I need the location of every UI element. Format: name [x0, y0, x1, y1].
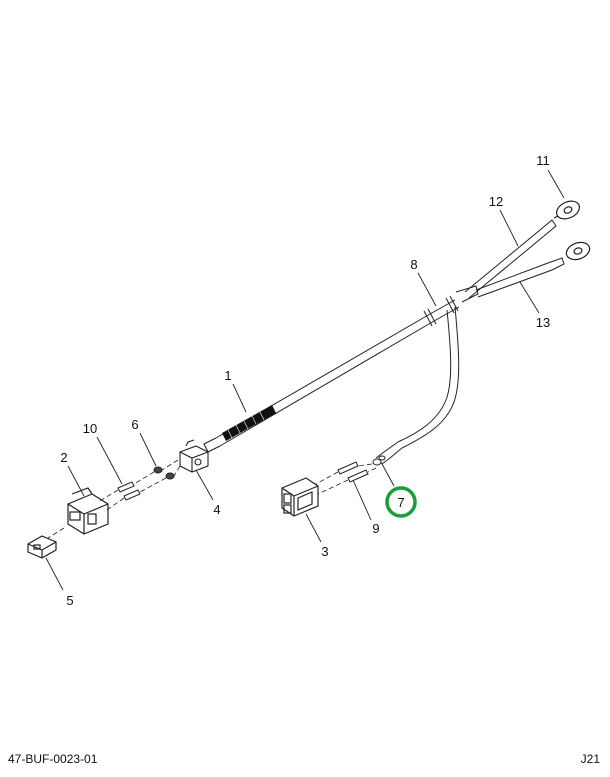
callout-3[interactable]: 3	[321, 544, 328, 559]
connector-2	[67, 487, 109, 535]
terminal-9	[337, 461, 369, 483]
ring-terminal-11	[553, 200, 580, 220]
branch-13	[475, 257, 565, 298]
callout-6[interactable]: 6	[131, 417, 138, 432]
callout-8[interactable]: 8	[410, 257, 417, 272]
drawing-number: 47-BUF-0023-01	[8, 752, 98, 766]
leader-5	[45, 557, 64, 591]
leader-1	[232, 383, 247, 413]
connector-3	[281, 477, 319, 517]
callout-7[interactable]: 7	[397, 495, 404, 510]
callout-2[interactable]: 2	[60, 450, 67, 465]
leader-12	[499, 209, 519, 247]
callout-1[interactable]: 1	[224, 368, 231, 383]
leader-4	[195, 469, 214, 501]
cap-5	[27, 535, 57, 559]
leader-2	[67, 465, 85, 497]
drop-branch	[375, 306, 460, 465]
terminal-10	[117, 481, 141, 501]
leader-13	[519, 281, 540, 314]
callout-7-highlight-ring	[385, 486, 417, 518]
leader-8	[417, 272, 437, 307]
leader-6	[139, 432, 157, 467]
leader-10	[96, 436, 123, 485]
leader-11	[547, 169, 565, 199]
callout-9[interactable]: 9	[372, 521, 379, 536]
leader-lines	[45, 169, 565, 591]
sheet-reference: J21	[580, 752, 600, 766]
callout-10[interactable]: 10	[83, 421, 97, 436]
connector-4	[179, 437, 221, 473]
assembly-lines-left	[47, 459, 181, 539]
assembly-lines-right	[315, 463, 377, 495]
harness-tie	[423, 285, 479, 327]
leader-7	[380, 461, 395, 487]
leader-9	[352, 479, 372, 521]
callout-5[interactable]: 5	[66, 593, 73, 608]
callout-12[interactable]: 12	[489, 194, 503, 209]
ring-terminal-13	[565, 241, 591, 261]
convoluted-sleeve	[222, 405, 276, 441]
leader-3	[305, 513, 322, 543]
callout-4[interactable]: 4	[213, 502, 220, 517]
callout-13[interactable]: 13	[536, 315, 550, 330]
callout-11[interactable]: 11	[536, 153, 550, 168]
